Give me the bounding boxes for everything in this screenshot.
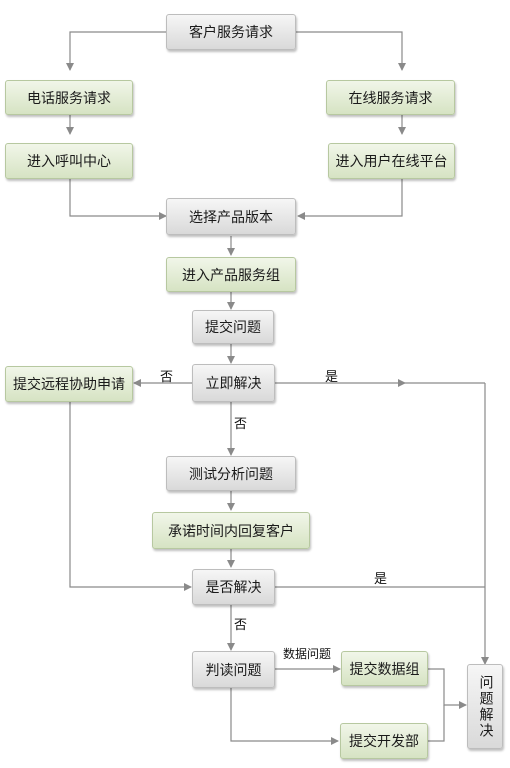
- connector-datagroup-to-resolved: [428, 668, 467, 709]
- node-submit-dev-dept: 提交开发部: [340, 723, 428, 759]
- node-issue-resolved-text: 问题解决: [477, 674, 494, 739]
- node-customer-request: 客户服务请求: [166, 14, 296, 50]
- connector-platform-to-select: [297, 179, 403, 220]
- node-phone-request: 电话服务请求: [5, 80, 133, 115]
- node-issue-resolved: 问题解决: [467, 664, 503, 749]
- connector-callcenter-to-select: [69, 179, 167, 220]
- connector-request-to-phone: [66, 31, 166, 71]
- label-no-test: 否: [234, 417, 248, 432]
- connector-request-to-online: [296, 31, 406, 71]
- node-test-analyze: 测试分析问题: [166, 456, 296, 491]
- label-yes-top: 是: [325, 370, 339, 385]
- node-judge-issue: 判读问题: [192, 651, 275, 688]
- connector-remote-to-check: [69, 402, 192, 591]
- node-submit-issue: 提交问题: [192, 310, 274, 344]
- node-online-request: 在线服务请求: [326, 80, 455, 115]
- node-submit-data-group: 提交数据组: [341, 651, 428, 686]
- label-no-remote: 否: [160, 370, 174, 385]
- node-user-online-platform: 进入用户在线平台: [328, 143, 455, 179]
- node-promise-reply: 承诺时间内回复客户: [152, 512, 310, 549]
- label-data-issue: 数据问题: [283, 647, 332, 661]
- connector-dev-to-resolved: [428, 705, 445, 742]
- node-resolved-check: 是否解决: [192, 569, 275, 605]
- node-resolve-now: 立即解决: [192, 364, 275, 402]
- label-yes-check: 是: [374, 572, 388, 587]
- label-no-judge: 否: [234, 618, 248, 633]
- node-service-group: 进入产品服务组: [166, 257, 296, 292]
- node-select-version: 选择产品版本: [166, 198, 296, 235]
- node-call-center: 进入呼叫中心: [5, 143, 133, 179]
- connector-judge-to-dev: [230, 688, 339, 745]
- node-remote-assist: 提交远程协助申请: [5, 366, 133, 402]
